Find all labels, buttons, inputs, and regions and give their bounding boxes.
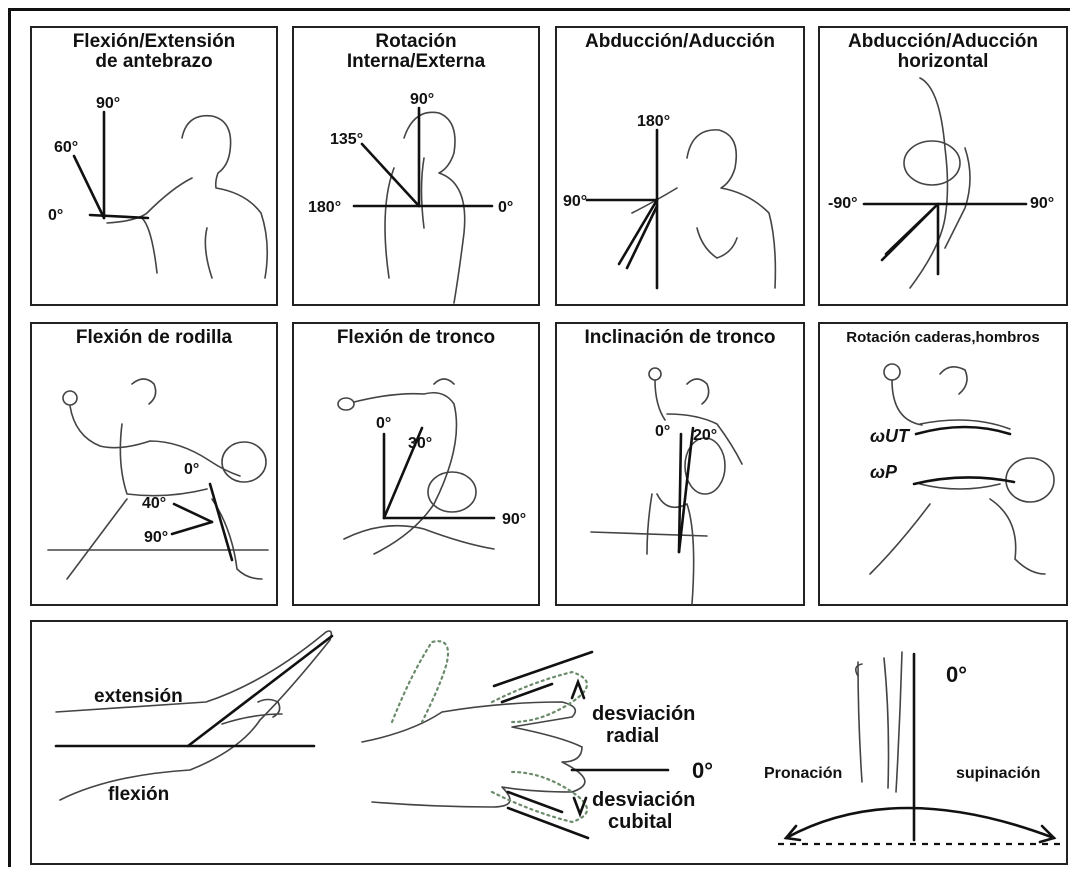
label-0: 0°: [376, 415, 391, 432]
label-180: 180°: [308, 199, 341, 216]
label-omega-ut: ωUT: [870, 426, 911, 446]
angle-line-60: [74, 156, 104, 218]
trunk-flexion-illustration: 0° 30° 90°: [294, 324, 542, 608]
label-flexion: flexión: [108, 784, 169, 805]
label-90: 90°: [410, 91, 434, 108]
hip-shoulder-rotation-illustration: ωUT ωP: [820, 324, 1070, 608]
pitcher-sketch: [48, 379, 268, 579]
abduction-illustration: 180° 90°: [557, 28, 807, 308]
label-40: 40°: [142, 495, 166, 512]
trunk-inclination-illustration: 0° 20°: [557, 324, 807, 608]
angle-line-135: [362, 144, 419, 206]
label-pronation: Pronación: [764, 765, 842, 782]
torso-sketch: [107, 116, 267, 278]
label-radial-line1: desviación: [592, 703, 695, 725]
shoulder-rotation-curve: [916, 427, 1010, 434]
angle-line-40: [174, 504, 212, 522]
label-0: 0°: [184, 461, 199, 478]
label-60: 60°: [54, 139, 78, 156]
angle-line-0: [210, 484, 232, 560]
label-90: 90°: [563, 193, 587, 210]
knee-flexion-illustration: 0° 40° 90°: [32, 324, 280, 608]
horizontal-abduction-illustration: -90° 90°: [820, 28, 1070, 308]
label-0: 0°: [498, 199, 513, 216]
label-30: 30°: [408, 435, 432, 452]
label-forearm-zero: 0°: [946, 662, 967, 687]
label-deviation-zero: 0°: [692, 758, 713, 783]
label-90: 90°: [1030, 195, 1054, 212]
label-cubital-line1: desviación: [592, 789, 695, 811]
label-20: 20°: [693, 427, 717, 444]
wrist-extension-line: [188, 636, 332, 746]
shoulder-rotation-illustration: 90° 135° 180° 0°: [294, 28, 542, 308]
label-90: 90°: [144, 529, 168, 546]
pitcher-sketch: [870, 364, 1054, 574]
arm-line-b: [882, 210, 932, 260]
torso-sketch: [385, 112, 465, 303]
label-radial-line2: radial: [606, 725, 659, 747]
wrist-deviation-group: desviación radial 0° desviación cubital: [362, 641, 713, 838]
label-minus-90: -90°: [828, 195, 858, 212]
panel-wrist-forearm: extensión flexión desviación radial 0° d…: [30, 620, 1068, 865]
label-omega-p: ωP: [870, 462, 898, 482]
pitcher-sketch: [338, 379, 494, 554]
angle-line-0: [90, 215, 148, 218]
ulnar-arrow: [574, 798, 586, 814]
panel-forearm-flexion: Flexión/Extensión de antebrazo 90° 60° 0…: [30, 26, 278, 306]
forearm-rotation-group: 0° Pronación supinación: [764, 652, 1062, 844]
label-0: 0°: [48, 207, 63, 224]
label-0: 0°: [655, 423, 670, 440]
panel-abduction: Abducción/Aducción 180° 90°: [555, 26, 805, 306]
angle-line-90: [172, 522, 212, 534]
ulnar-dev-line-a: [508, 808, 588, 838]
wrist-flexion-extension-group: extensión flexión: [56, 631, 332, 805]
panel-horizontal-abduction: Abducción/Aducción horizontal -90° 90°: [818, 26, 1068, 306]
panel-shoulder-rotation: Rotación Interna/Externa 90° 135° 180° 0…: [292, 26, 540, 306]
rotation-arc: [786, 808, 1054, 838]
label-supination: supinación: [956, 765, 1040, 782]
panel-trunk-flexion: Flexión de tronco 0° 30° 90°: [292, 322, 540, 606]
label-cubital-line2: cubital: [608, 811, 672, 833]
arm-line-b: [627, 206, 657, 268]
label-extension: extensión: [94, 686, 183, 707]
label-135: 135°: [330, 131, 363, 148]
pitcher-sketch: [591, 368, 742, 604]
radial-arrow: [572, 682, 584, 698]
panel-trunk-inclination: Inclinación de tronco 0° 20°: [555, 322, 805, 606]
panel-knee-flexion: Flexión de rodilla 0° 40° 90°: [30, 322, 278, 606]
label-180: 180°: [637, 113, 670, 130]
torso-sketch: [632, 130, 775, 288]
hip-rotation-curve: [914, 477, 1014, 484]
panel-hip-shoulder-rotation: Rotación caderas,hombros ωUT ωP: [818, 322, 1068, 606]
label-90: 90°: [96, 95, 120, 112]
wrist-forearm-illustration: extensión flexión desviación radial 0° d…: [32, 622, 1070, 867]
label-90: 90°: [502, 511, 526, 528]
forearm-flexion-illustration: 90° 60° 0°: [32, 28, 280, 308]
